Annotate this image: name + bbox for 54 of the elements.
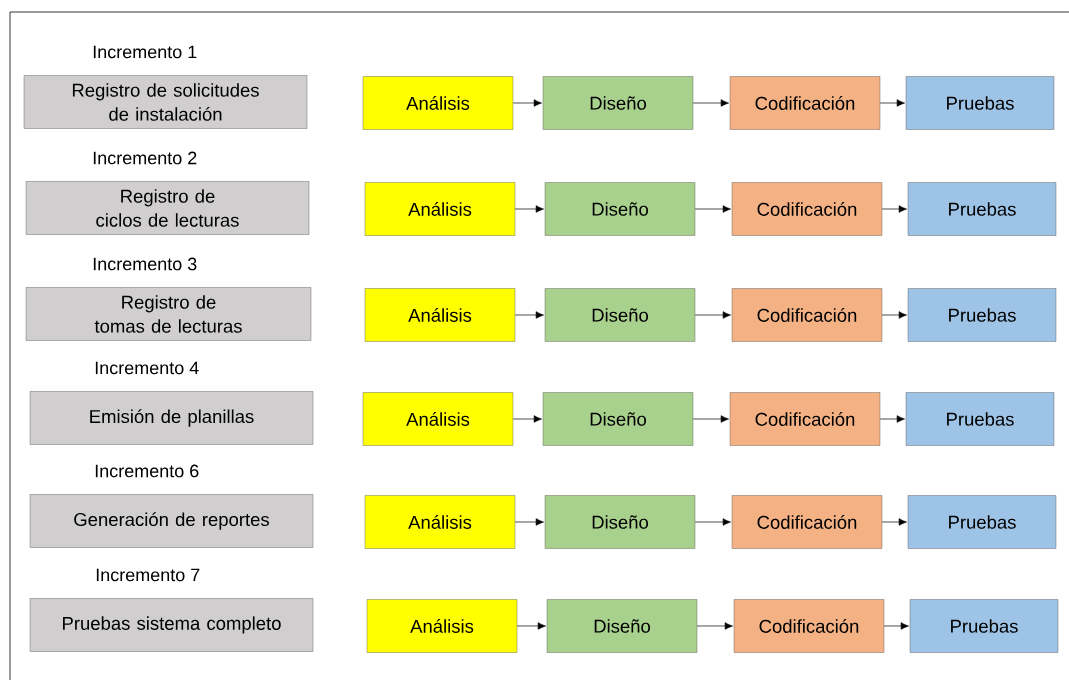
process-box: Diseño <box>542 392 694 446</box>
process-box: Análisis <box>364 288 516 342</box>
increment-heading: Incremento 7 <box>96 568 200 582</box>
process-box: Análisis <box>364 182 516 236</box>
process-box: Codificación <box>731 495 883 549</box>
arrow <box>512 99 542 107</box>
process-box: Codificación <box>729 76 881 130</box>
process-box: Pruebas <box>909 599 1059 653</box>
process-box: Diseño <box>542 76 694 130</box>
process-box: Codificación <box>731 182 883 236</box>
process-box: Codificación <box>729 392 881 446</box>
arrow <box>514 311 544 319</box>
arrow <box>881 205 907 213</box>
process-box: Pruebas sistema completo <box>29 598 314 652</box>
arrow <box>694 311 731 319</box>
process-box: Registro de solicitudes de instalación <box>23 75 308 129</box>
arrow <box>692 415 729 423</box>
arrow <box>694 518 731 526</box>
process-box: Pruebas <box>907 182 1057 236</box>
process-box: Pruebas <box>907 495 1057 549</box>
increment-heading: Incremento 3 <box>93 257 197 271</box>
arrow <box>879 415 905 423</box>
process-box: Análisis <box>364 495 516 549</box>
arrow <box>516 622 546 630</box>
process-box: Diseño <box>544 495 696 549</box>
arrow <box>881 311 907 319</box>
process-box: Diseño <box>546 599 698 653</box>
arrow <box>881 518 907 526</box>
process-box: Codificación <box>733 599 885 653</box>
process-box: Análisis <box>362 392 514 446</box>
increment-heading: Incremento 4 <box>95 361 199 375</box>
arrow <box>879 99 905 107</box>
process-box: Pruebas <box>907 288 1057 342</box>
process-box: Emisión de planillas <box>29 391 314 445</box>
arrow <box>694 205 731 213</box>
arrow <box>692 99 729 107</box>
process-box: Análisis <box>366 599 518 653</box>
process-box: Análisis <box>362 76 514 130</box>
arrow <box>514 518 544 526</box>
process-box: Generación de reportes <box>29 494 314 548</box>
process-box: Diseño <box>544 182 696 236</box>
arrow <box>512 415 542 423</box>
process-box: Diseño <box>544 288 696 342</box>
process-box: Pruebas <box>905 76 1055 130</box>
arrow <box>696 622 733 630</box>
increment-heading: Incremento 1 <box>93 45 197 59</box>
process-box: Registro de tomas de lecturas <box>25 287 312 341</box>
process-box: Pruebas <box>905 392 1055 446</box>
increment-heading: Incremento 6 <box>95 464 199 478</box>
process-box: Registro de ciclos de lecturas <box>25 181 310 235</box>
process-box: Codificación <box>731 288 883 342</box>
arrow <box>514 205 544 213</box>
increment-heading: Incremento 2 <box>93 151 197 165</box>
arrow <box>883 622 909 630</box>
